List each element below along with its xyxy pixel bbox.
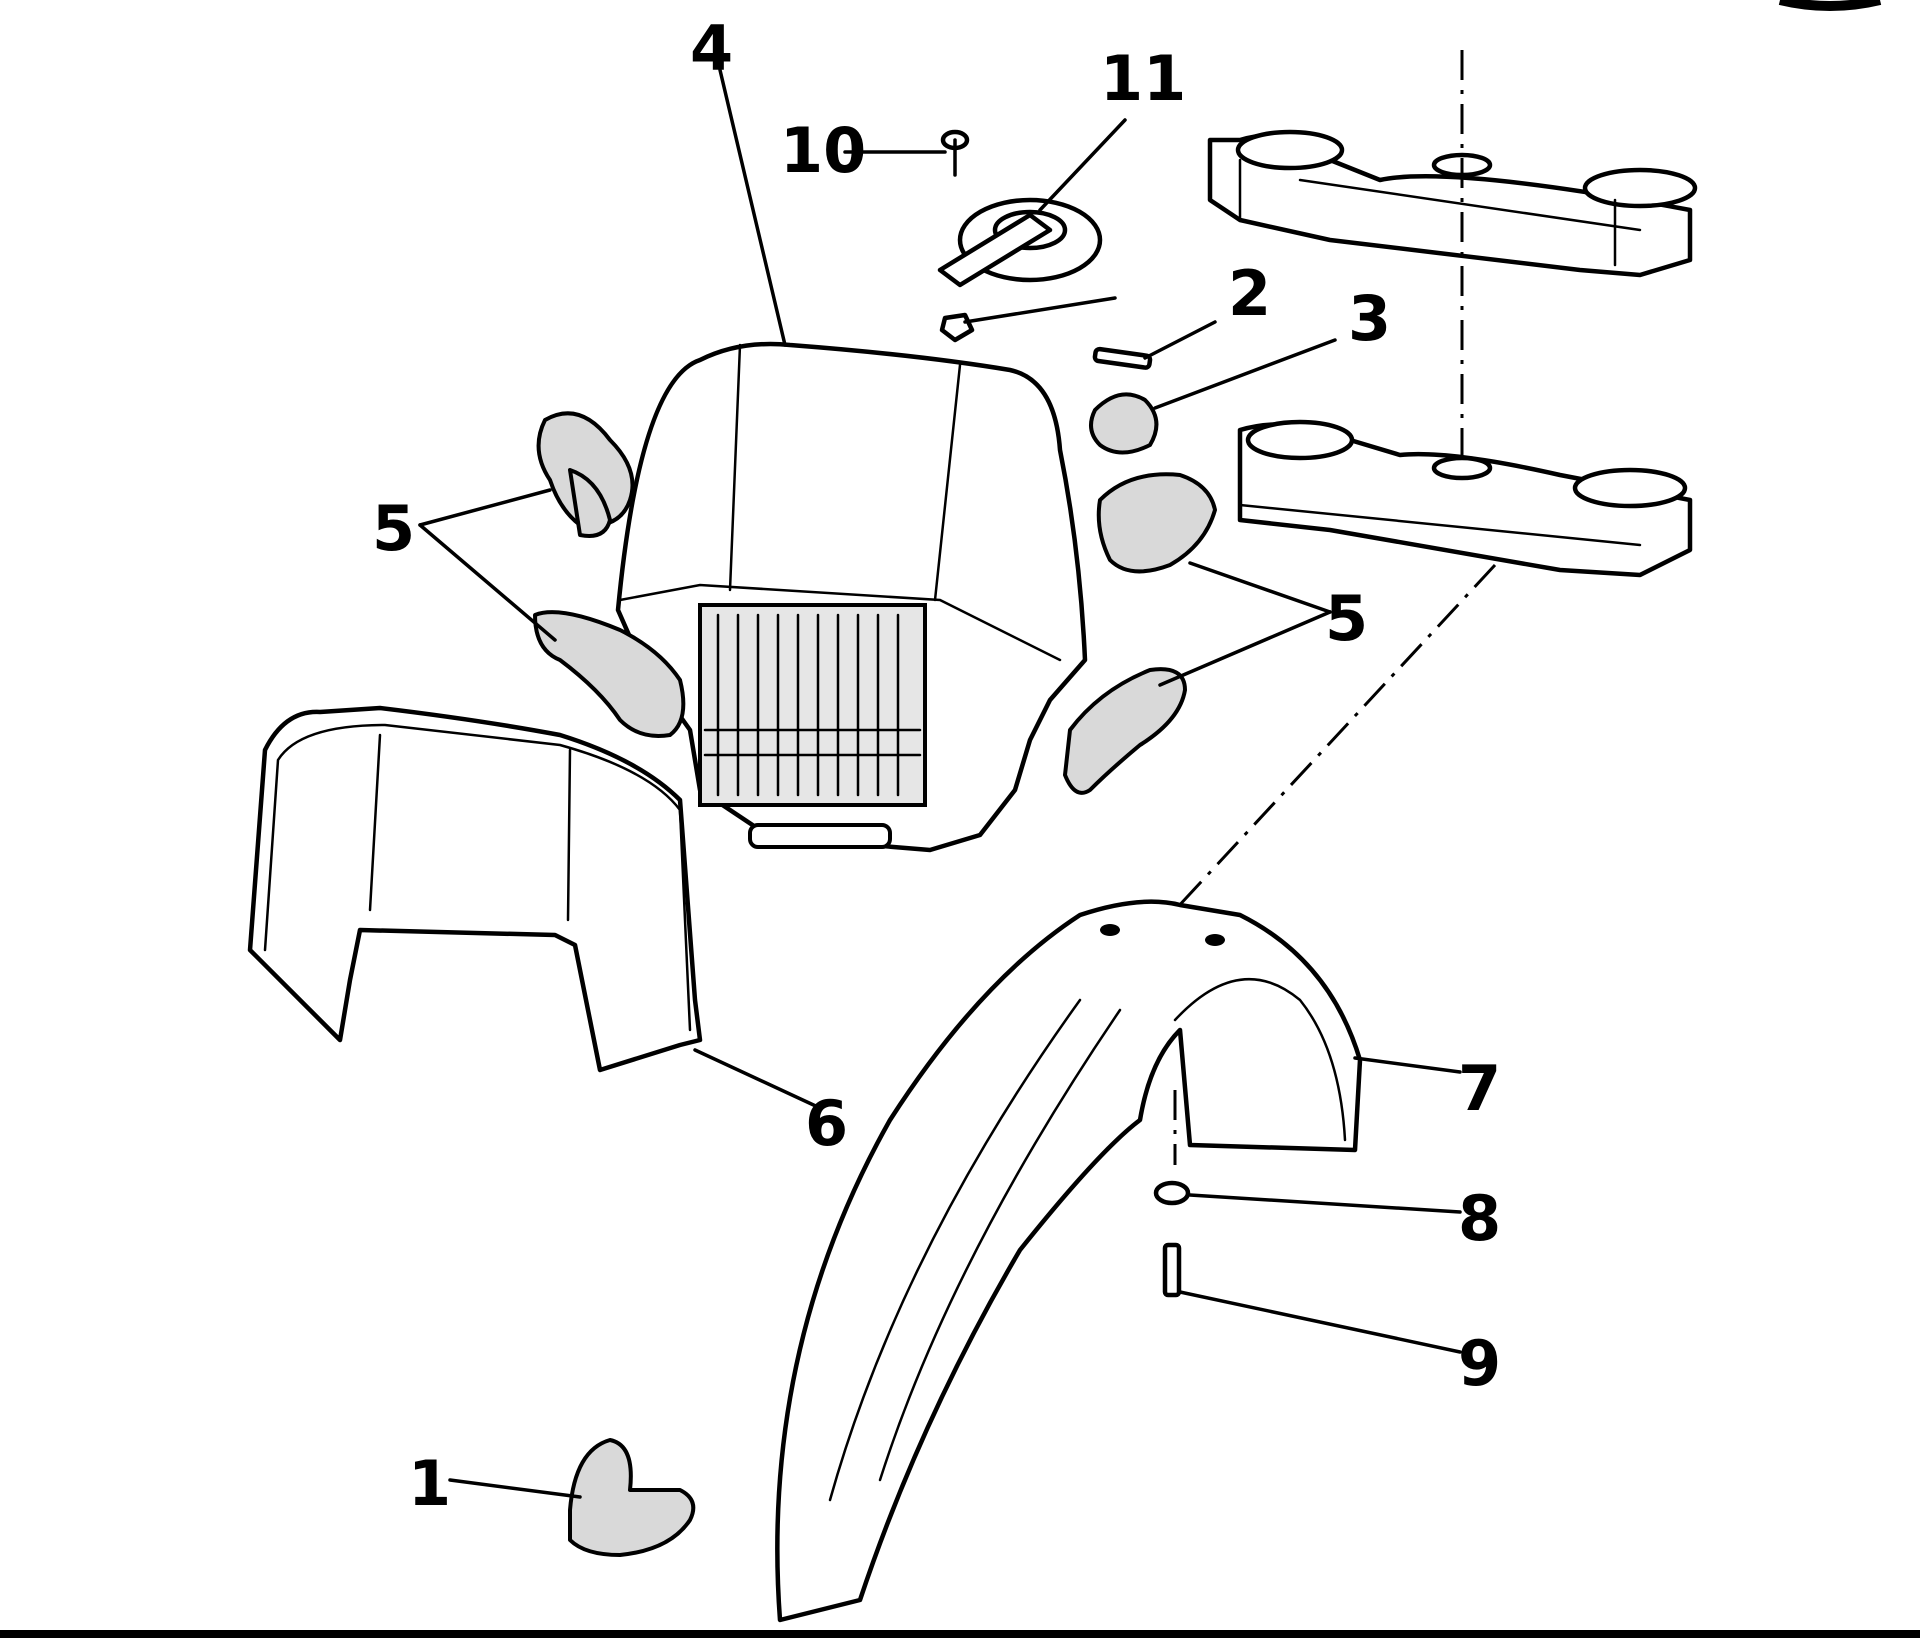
callout-labels: 1 2 3 4 5 5 6 7 8 9 10 11 (372, 12, 1501, 1520)
bolt-2 (1092, 346, 1153, 370)
bolt-9 (1162, 1242, 1182, 1298)
cable-guide-lower-left (533, 610, 686, 738)
horn (937, 197, 1103, 288)
callout-8: 8 (1458, 1182, 1501, 1255)
nut-3 (1089, 392, 1159, 455)
corner-mark (1778, 0, 1882, 11)
screw-10 (940, 129, 970, 177)
cable-guide-upper-right (1096, 472, 1217, 574)
headlight-lens (698, 603, 927, 807)
callout-9: 9 (1458, 1327, 1501, 1400)
nut-under-horn (939, 312, 975, 343)
lower-triple-clamp (1237, 419, 1693, 578)
headlight-mask (615, 341, 1088, 853)
callout-2: 2 (1228, 257, 1271, 330)
cable-guide-upper-left (536, 411, 635, 538)
callout-5: 5 (372, 492, 415, 565)
callout-4: 4 (690, 12, 733, 85)
windscreen (247, 705, 703, 1073)
callout-5b: 5 (1325, 582, 1368, 655)
front-fender (775, 899, 1363, 1623)
leader-lines (418, 68, 1462, 1499)
emblem-1 (568, 1438, 696, 1557)
washer-8 (1153, 1180, 1191, 1206)
callout-10: 10 (780, 114, 866, 187)
cable-guide-lower-right (1063, 667, 1187, 795)
upper-triple-clamp (1207, 129, 1698, 278)
callout-3: 3 (1348, 282, 1391, 355)
callout-6: 6 (805, 1087, 848, 1160)
callout-1: 1 (408, 1447, 451, 1520)
headlight-lens-ribs (703, 613, 922, 797)
callout-11: 11 (1100, 42, 1186, 115)
callout-7: 7 (1458, 1052, 1501, 1125)
